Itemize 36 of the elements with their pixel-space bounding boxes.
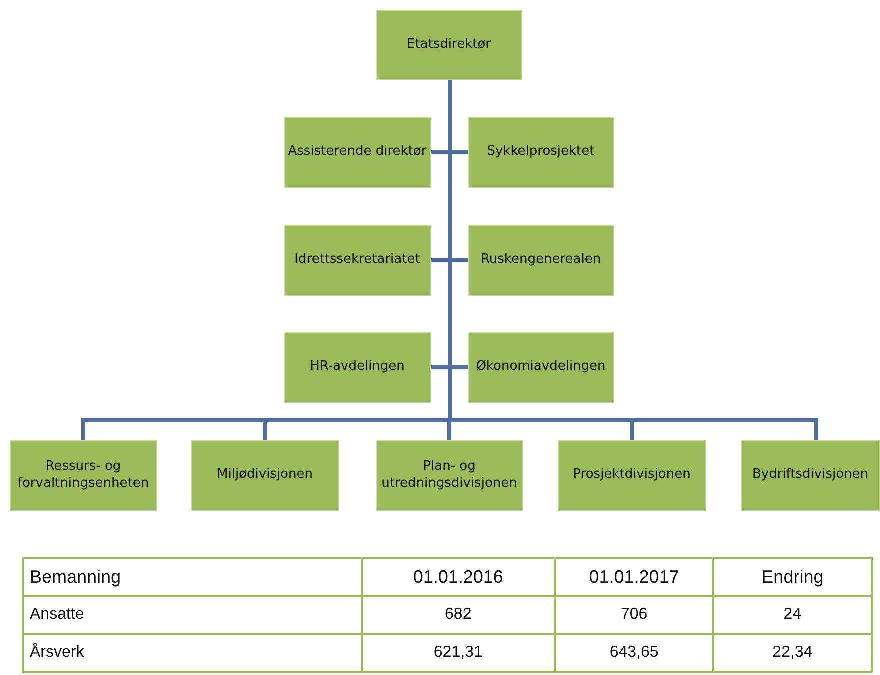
- org-unit-box: [284, 225, 431, 296]
- unit-name: Miljødivisjonen: [217, 467, 313, 484]
- unit-name: Økonomiavdelingen: [476, 359, 606, 376]
- row-header: Årsverk: [30, 644, 84, 661]
- table-value: 643,65: [610, 644, 659, 661]
- column-header: Bemanning: [30, 566, 122, 586]
- org-unit-box: [558, 440, 706, 511]
- unit-name: Bydriftsdivisjonen: [752, 467, 869, 484]
- org-unit-box: [376, 10, 522, 80]
- unit-name: Ressurs- og forvaltningsenheten: [16, 458, 150, 492]
- unit-name: HR-avdelingen: [310, 359, 405, 376]
- unit-name: Assisterende direktør: [288, 144, 427, 161]
- unit-name: Plan- og utredningsdivisjonen: [380, 458, 518, 492]
- table-value: 621,31: [434, 644, 483, 661]
- org-unit-box: [191, 440, 339, 511]
- unit-name: Ruskengenerealen: [480, 252, 602, 269]
- table-value: 682: [445, 606, 472, 623]
- row-header: Ansatte: [30, 606, 84, 623]
- table-value: 706: [620, 606, 648, 623]
- org-unit-box: [468, 332, 614, 403]
- table-value: 24: [784, 606, 802, 623]
- unit-name: Idrettssekretariatet: [294, 252, 420, 269]
- org-unit-box: [284, 117, 431, 188]
- unit-name: Sykkelprosjektet: [487, 144, 595, 161]
- org-unit-box: [284, 332, 431, 403]
- org-unit-box: [741, 440, 880, 511]
- unit-name: Prosjektdivisjonen: [573, 467, 691, 484]
- org-unit-box: [10, 440, 157, 511]
- org-unit-box: [468, 117, 614, 188]
- table-value: 22,34: [772, 644, 813, 661]
- org-unit-box: [376, 440, 523, 511]
- org-unit-box: [468, 225, 614, 296]
- unit-name: Etatsdirektør: [407, 36, 491, 54]
- column-header: 01.01.2016: [413, 566, 504, 586]
- column-header: 01.01.2017: [589, 566, 680, 586]
- column-header: Endring: [762, 566, 824, 586]
